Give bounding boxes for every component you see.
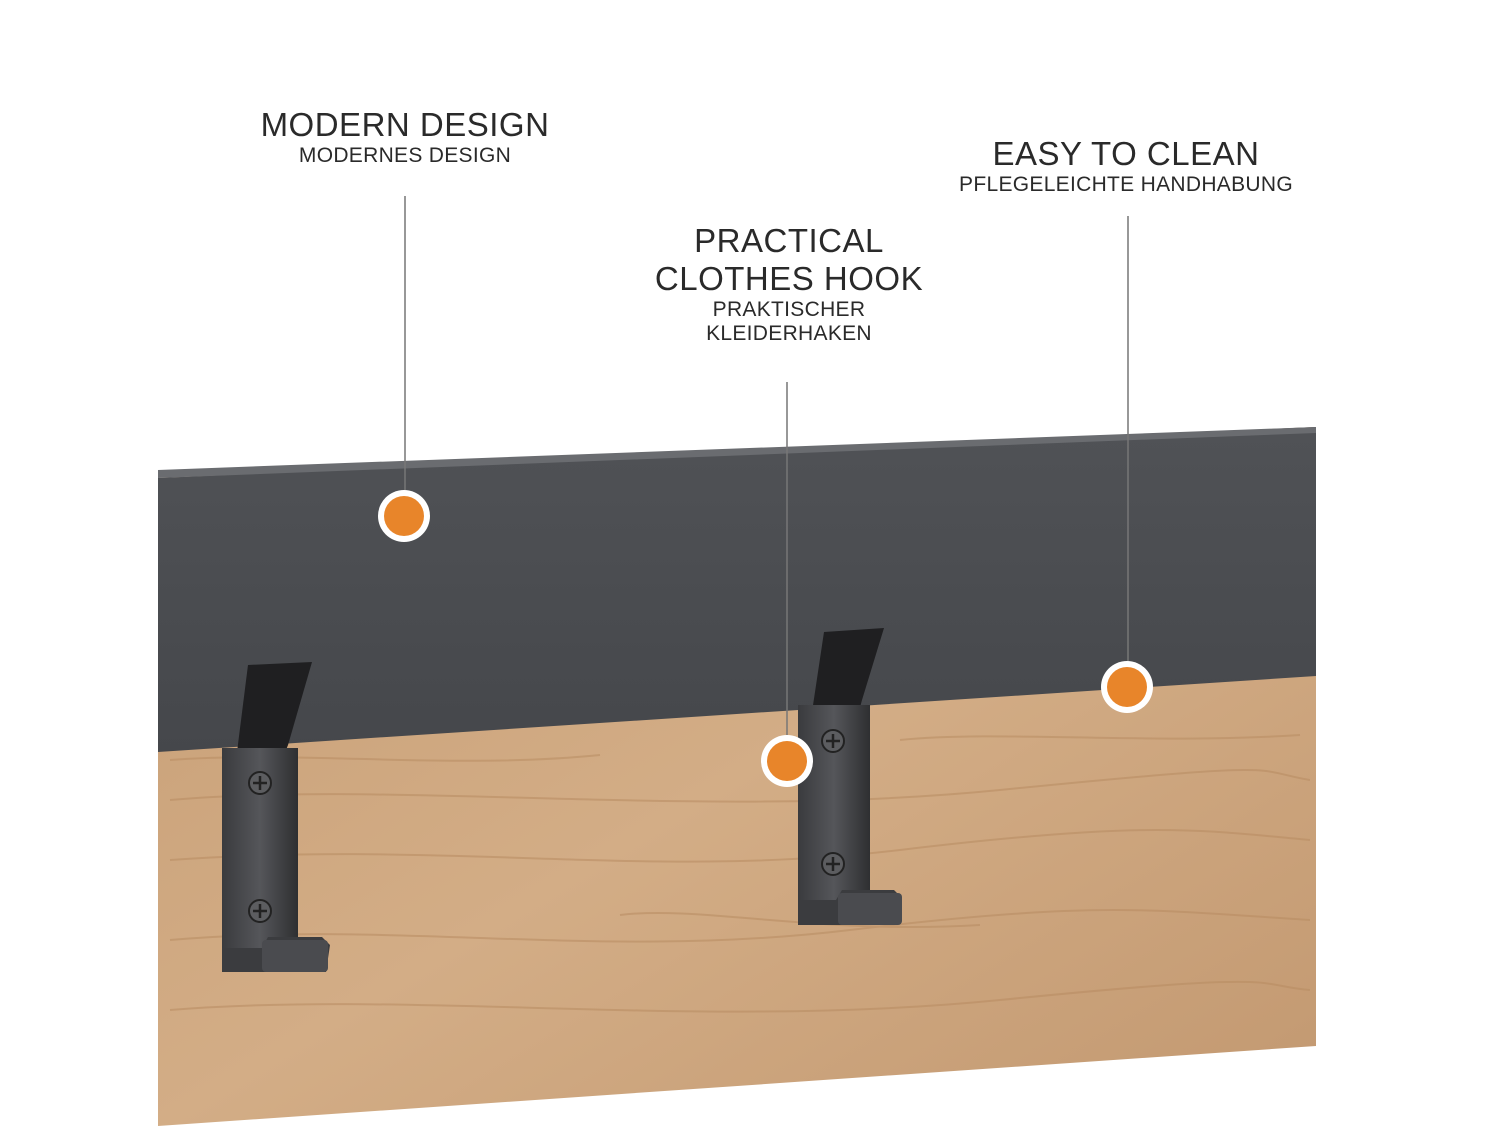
callout-subtitle-line2: KLEIDERHAKEN <box>706 322 872 346</box>
screw-left-bottom <box>248 899 272 923</box>
callout-clothes-hook: PRACTICAL CLOTHES HOOK PRAKTISCHER KLEID… <box>655 222 923 346</box>
screw-left-top <box>248 771 272 795</box>
callout-subtitle-line1: PRAKTISCHER <box>712 297 866 321</box>
marker-dot-modern-design <box>378 490 430 542</box>
callout-title: MODERN DESIGN <box>260 106 550 143</box>
screw-middle-bottom <box>821 852 845 876</box>
callout-title-line2: CLOTHES HOOK <box>654 259 924 297</box>
dark-panel <box>158 427 1316 752</box>
marker-dot-clothes-hook <box>761 735 813 787</box>
callout-title: EASY TO CLEAN <box>992 135 1260 172</box>
callout-modern-design: MODERN DESIGN MODERNES DESIGN <box>261 106 550 168</box>
panel-top-edge <box>158 427 1316 478</box>
coat-hook-middle <box>798 628 902 925</box>
callout-title-line1: PRACTICAL <box>694 222 884 259</box>
marker-dot-easy-clean <box>1101 661 1153 713</box>
callout-easy-clean: EASY TO CLEAN PFLEGELEICHTE HANDHABUNG <box>959 135 1293 197</box>
screw-middle-top <box>821 729 845 753</box>
callout-subtitle: PFLEGELEICHTE HANDHABUNG <box>959 172 1293 196</box>
callout-subtitle: MODERNES DESIGN <box>298 143 512 167</box>
